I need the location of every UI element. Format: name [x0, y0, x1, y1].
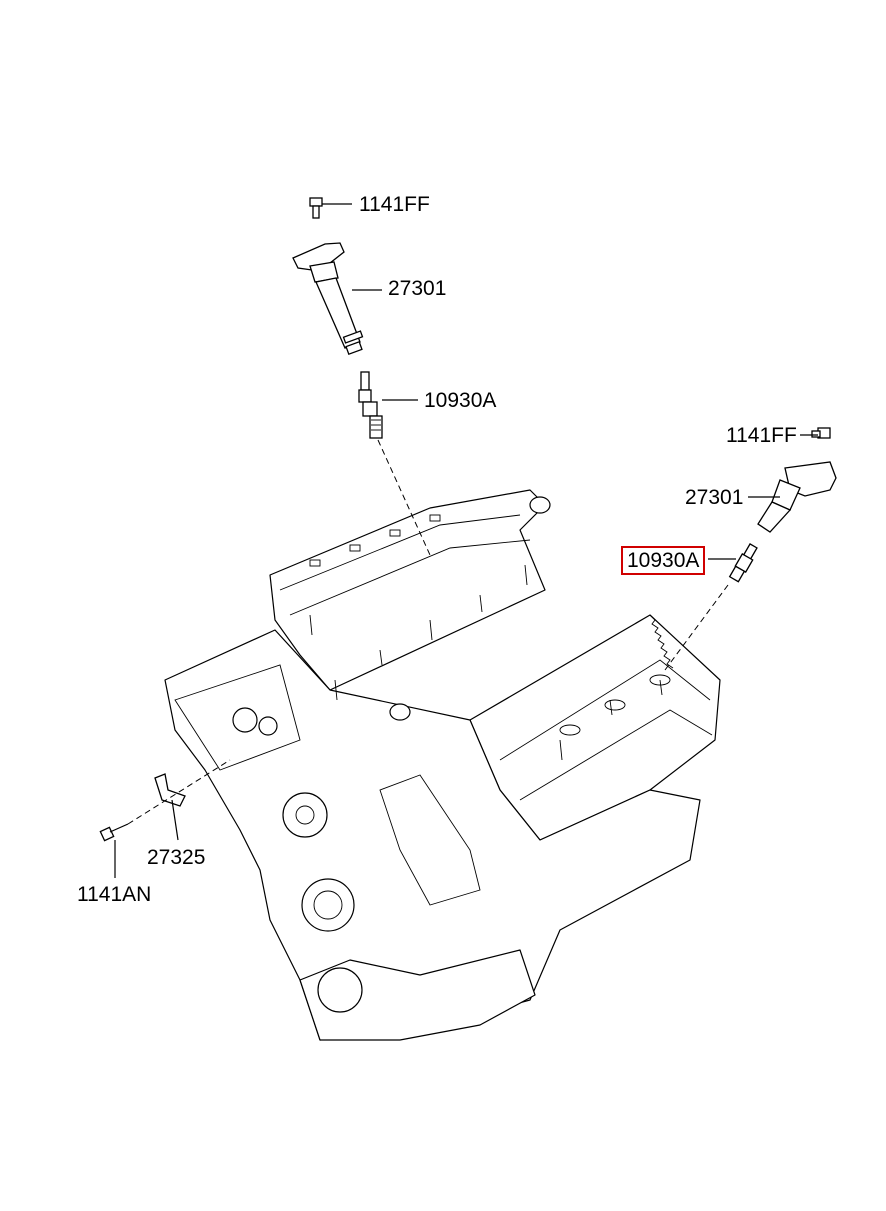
left-ignition-stack: [292, 197, 431, 556]
callout-1141ff-right[interactable]: 1141FF: [726, 424, 797, 447]
callout-27301-left[interactable]: 27301: [388, 277, 447, 300]
spark-plug-icon: [728, 543, 758, 583]
bracket-icon: [154, 773, 186, 807]
ignition-coil-icon: [292, 242, 364, 355]
callout-10930a-left[interactable]: 10930A: [424, 389, 497, 412]
callout-1141an[interactable]: 1141AN: [77, 883, 152, 906]
callout-27301-right[interactable]: 27301: [685, 486, 744, 509]
engine-block: [164, 489, 721, 1041]
right-ignition-stack: [664, 427, 837, 671]
bolt-icon: [99, 823, 129, 842]
callout-1141ff-left[interactable]: 1141FF: [359, 193, 430, 216]
callout-27325[interactable]: 27325: [147, 846, 206, 869]
callout-10930a-right-highlighted[interactable]: 10930A: [621, 546, 706, 575]
ignition-coil-icon: [757, 461, 837, 533]
bolt-icon: [811, 427, 831, 439]
spark-plug-icon: [358, 371, 383, 439]
bolt-icon: [309, 197, 323, 219]
sensor-bracket-group: [99, 759, 231, 878]
